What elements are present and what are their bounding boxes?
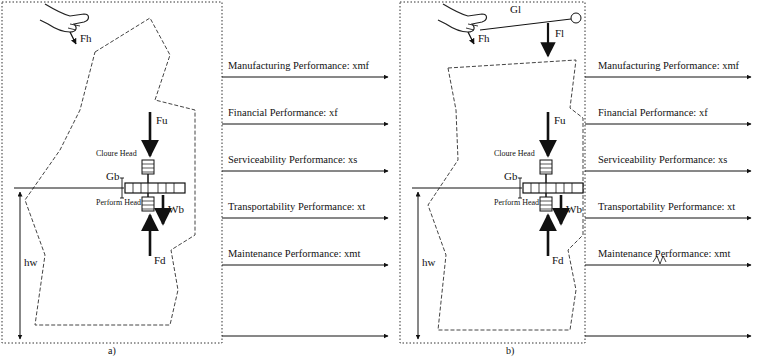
performance-label: Transportability Performance: xt [598, 201, 735, 213]
force-label: Fd [552, 254, 564, 266]
performance-label: Serviceability Performance: xs [228, 154, 357, 166]
force-label: Wb [566, 203, 582, 215]
panel-caption: a) [108, 345, 116, 356]
panel-frame [2, 2, 222, 343]
force-arrow [547, 23, 549, 56]
performance-label: Maintenance Performance: xmt [228, 248, 360, 260]
force-label: Fh [80, 32, 92, 44]
part-label: Perform Head [96, 199, 141, 208]
dimension-label: hw [422, 256, 435, 268]
performance-label: Serviceability Performance: xs [598, 154, 727, 166]
gap-label: Gb [106, 170, 119, 182]
performance-label: Transportability Performance: xt [228, 201, 365, 213]
force-label: Fh [478, 32, 490, 44]
performance-label: Financial Performance: xf [228, 107, 338, 119]
part-label: Perform Head [494, 199, 539, 208]
performance-label: Maintenance Performance: xmt [598, 248, 730, 260]
part-label: Cloure Head [96, 150, 137, 159]
panel-caption: b) [506, 345, 514, 356]
force-label: Fd [154, 254, 166, 266]
force-label: Fl [555, 27, 564, 39]
gap-label: Gb [504, 170, 517, 182]
part-label: Cloure Head [494, 150, 535, 159]
performance-label: Financial Performance: xf [598, 107, 708, 119]
pulley [571, 13, 581, 23]
panel-b [400, 2, 751, 343]
performance-label: Manufacturing Performance: xmf [228, 60, 369, 72]
panel-a [2, 2, 388, 343]
force-label: Fu [554, 114, 566, 126]
product-outline [25, 18, 195, 325]
force-label: Wb [168, 203, 184, 215]
dimension-label: hw [24, 256, 37, 268]
performance-label: Manufacturing Performance: xmf [598, 60, 739, 72]
force-label: Gl [510, 3, 521, 15]
force-label: Fu [156, 114, 168, 126]
panel-frame [400, 2, 585, 343]
